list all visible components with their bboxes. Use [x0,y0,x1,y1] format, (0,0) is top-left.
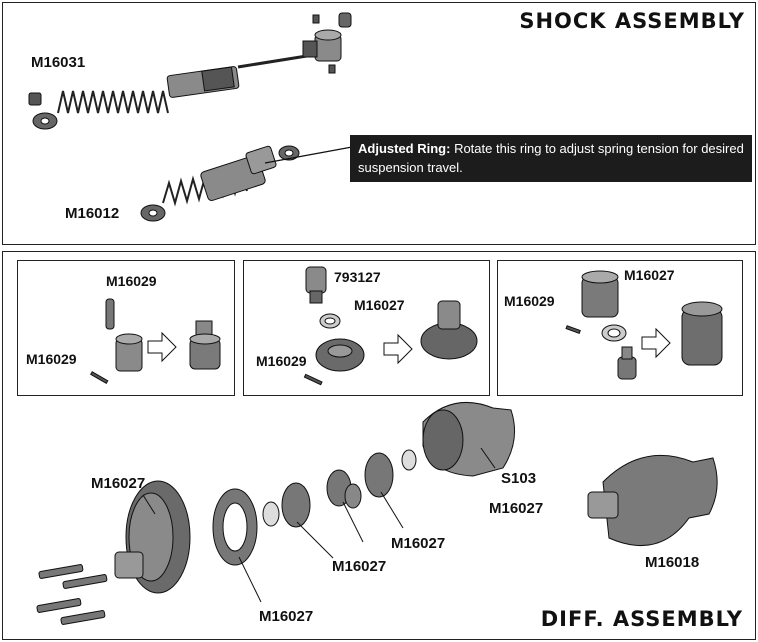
step2-cup-label: 793127 [334,269,381,285]
step2-gear-label: M16027 [354,297,405,313]
step3-illustration [565,270,723,380]
shock-assembly-title: SHOCK ASSEMBLY [519,9,745,33]
adjusted-ring-callout: Adjusted Ring: Rotate this ring to adjus… [350,135,752,182]
diff-exploded-illustration [36,401,718,625]
part-label-m16012: M16012 [65,205,120,222]
step1-pin-bottom-label: M16029 [26,351,77,367]
exploded-spider-gear-label: M16027 [391,535,446,552]
step1-illustration [90,298,221,385]
exploded-side-gear-label: M16027 [332,558,387,575]
callout-text: Rotate this ring to adjust spring tensio… [358,141,744,175]
shock-exploded-illustration [28,12,353,222]
exploded-housing-code-label: S103 [501,470,537,487]
step3-pin-label: M16029 [504,293,555,309]
part-label-m16031: M16031 [31,54,86,71]
diff-assembly-title: DIFF. ASSEMBLY [540,607,743,631]
shock-assembly-panel: SHOCK ASSEMBLY [2,2,756,245]
step3-case-label: M16027 [624,267,675,283]
exploded-carrier-label: M16027 [259,608,314,625]
step1-pin-top-label: M16029 [106,273,157,289]
diff-step-3-box: M16027 M16029 [497,260,743,396]
step2-illustration [303,266,478,386]
exploded-ring-gear-label: M16027 [91,475,146,492]
exploded-housing-label: M16027 [489,500,544,517]
diff-step-1-box: M16029 M16029 [17,260,235,396]
diff-assembly-panel: M16029 M16029 793127 M16027 M16029 [2,251,756,640]
callout-heading: Adjusted Ring: [358,141,451,156]
assembled-diff-label: M16018 [645,554,700,571]
diff-step-2-box: 793127 M16027 M16029 [243,260,490,396]
step2-pin-label: M16029 [256,353,307,369]
